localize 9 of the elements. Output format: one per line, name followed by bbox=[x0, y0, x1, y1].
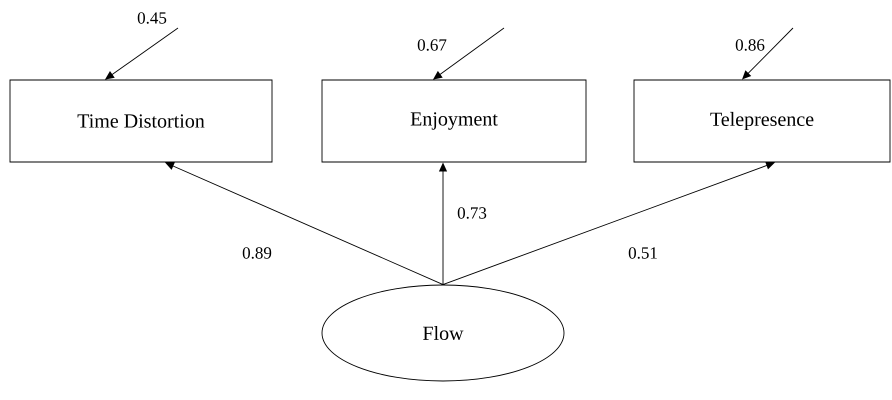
edge-label: 0.51 bbox=[628, 247, 657, 259]
variable-box: Telepresence bbox=[634, 80, 890, 162]
edge-label: 0.89 bbox=[242, 247, 272, 259]
edge-label: 0.67 bbox=[418, 39, 446, 51]
edge-label: 0.45 bbox=[138, 12, 166, 24]
variable-box: Time Distortion bbox=[10, 80, 272, 162]
edge-label: 0.73 bbox=[458, 207, 486, 219]
variable-box: Enjoyment bbox=[322, 80, 586, 162]
edge-label: 0.86 bbox=[736, 39, 764, 51]
